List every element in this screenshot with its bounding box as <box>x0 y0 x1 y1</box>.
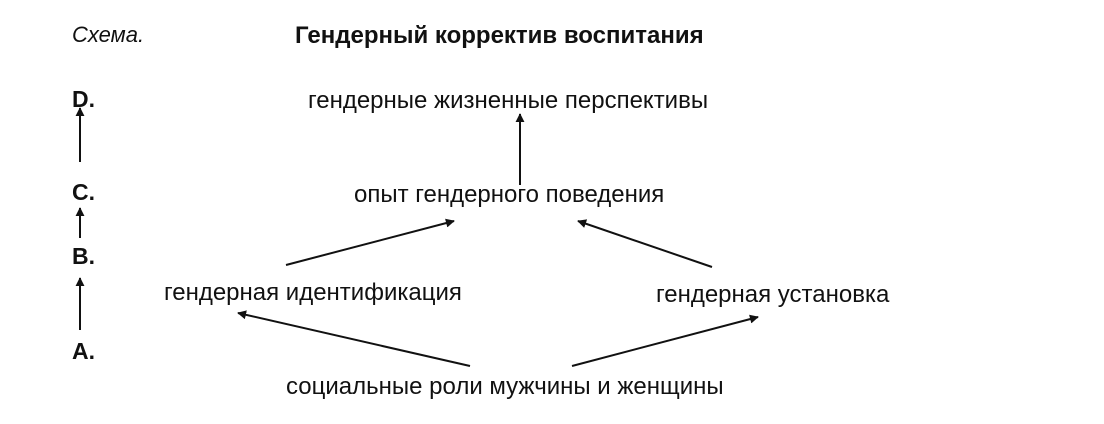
arrow-attitude-to-experience <box>577 219 713 268</box>
level-label-c: C. <box>72 179 95 205</box>
level-label-b: B. <box>72 243 95 269</box>
level-label-a: A. <box>72 338 95 364</box>
diagram-title: Гендерный корректив воспитания <box>295 22 704 49</box>
node-gender-identification: гендерная идентификация <box>164 279 462 306</box>
arrow-roles-to-attitude <box>571 314 759 367</box>
node-gender-behavior-experience: опыт гендерного поведения <box>354 181 665 208</box>
arrow-identification-to-experience <box>285 218 455 266</box>
level-label-d: D. <box>72 86 95 112</box>
figure-caption: Схема. <box>72 22 145 47</box>
node-social-roles: социальные роли мужчины и женщины <box>286 373 724 400</box>
node-gender-life-perspectives: гендерные жизненные перспективы <box>308 87 709 114</box>
arrow-roles-to-identification <box>237 310 471 367</box>
node-gender-attitude: гендерная установка <box>656 281 890 308</box>
